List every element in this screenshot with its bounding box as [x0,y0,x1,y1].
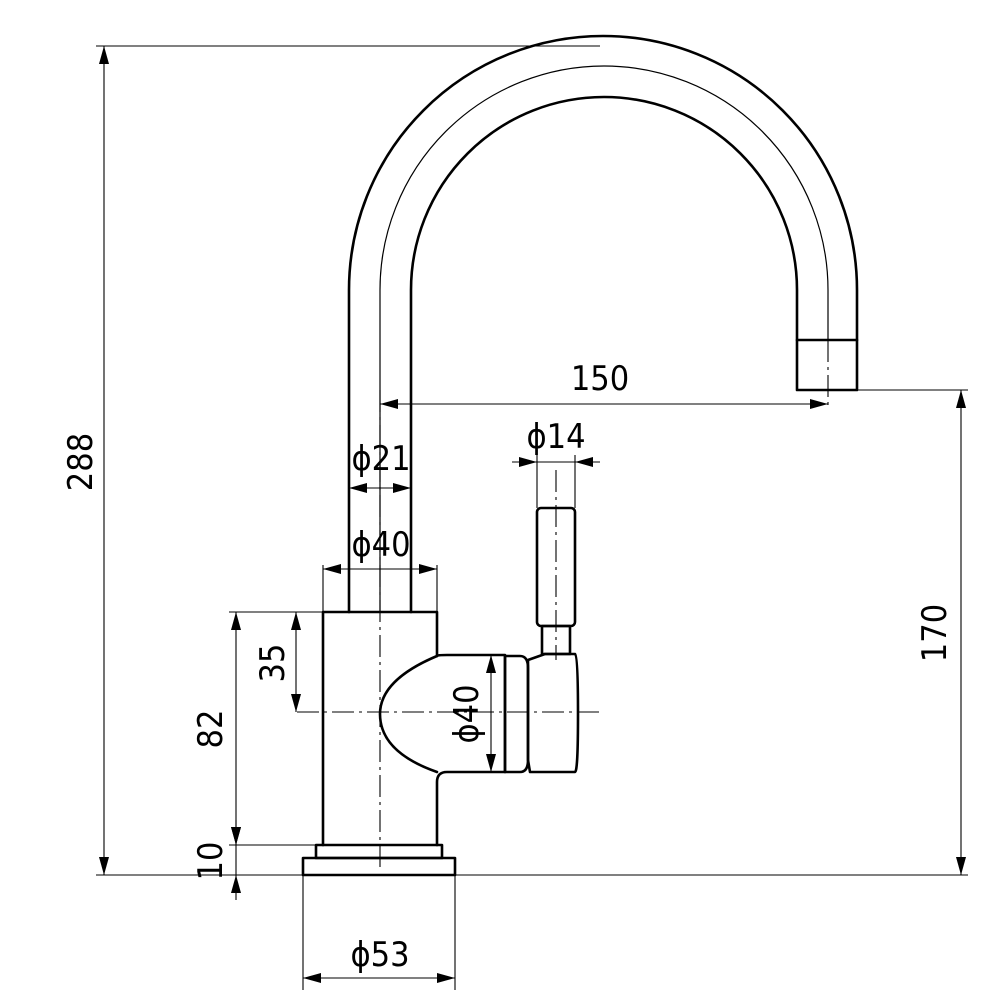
label-spout-diameter: ϕ21 [351,439,410,479]
spout-centerline [379,65,829,612]
dimension-lines [99,46,966,983]
extension-lines [96,45,968,990]
label-handle-body-diameter: ϕ40 [447,684,487,743]
label-base-height: 10 [191,842,231,881]
lever-cap [526,652,580,774]
label-spout-height: 170 [915,604,955,662]
faucet-outline [301,34,859,877]
label-body-diameter: ϕ40 [351,525,410,565]
base-collar [314,843,444,860]
center-lines [297,340,829,870]
base-plate [301,856,457,877]
label-spout-reach: 150 [571,359,629,399]
dimension-labels: 288 150 170 ϕ21 ϕ40 ϕ14 35 ϕ40 82 10 ϕ53 [61,359,955,975]
label-handle-diameter: ϕ14 [526,417,585,457]
label-body-height: 82 [191,710,231,749]
label-base-diameter: ϕ53 [350,935,409,975]
label-handle-height: 35 [253,644,293,683]
lever-bulge [378,654,439,774]
lever-connector [503,654,530,774]
spout-outer [347,34,859,614]
label-total-height: 288 [61,433,101,491]
